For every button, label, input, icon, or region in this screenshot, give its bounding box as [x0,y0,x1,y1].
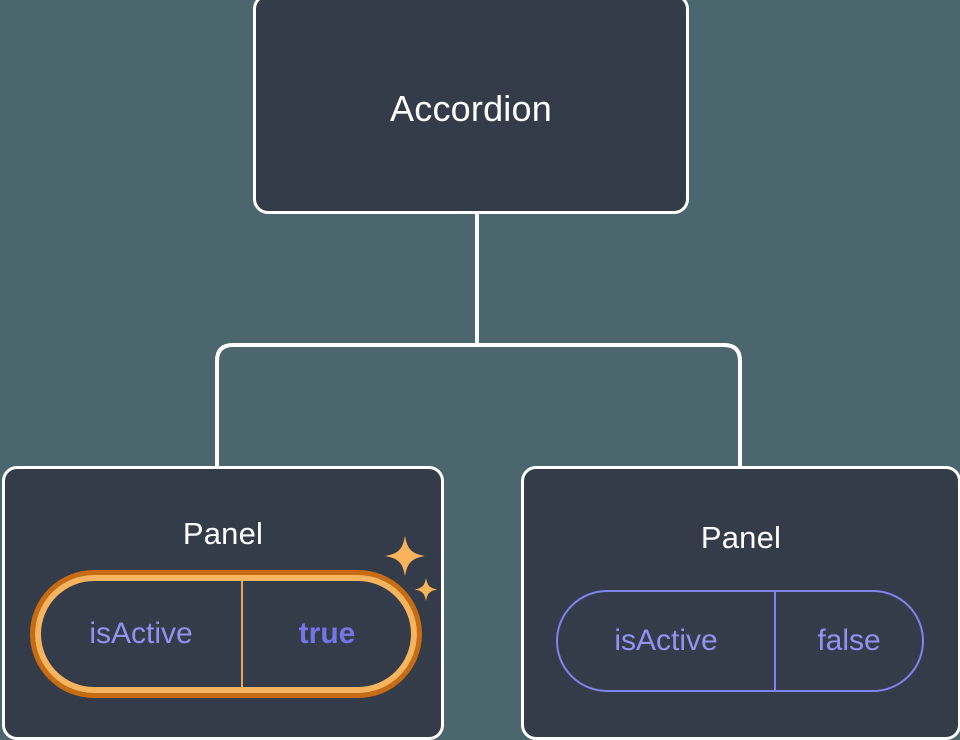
node-accordion-title: Accordion [390,88,552,129]
node-accordion[interactable]: Accordion [253,0,689,214]
prop-name: isActive [89,617,193,650]
prop-pill-isactive-true[interactable]: isActive true [35,575,417,693]
node-panel-active[interactable]: Panel isActive true [2,466,444,740]
connector-branch-bus [215,343,742,470]
prop-value: true [241,581,411,687]
node-panel-active-title: Panel [182,516,264,551]
prop-pill-isactive-false[interactable]: isActive false [556,590,924,692]
node-panel-inactive-title: Panel [700,520,782,555]
prop-value: false [774,592,922,690]
node-panel-inactive[interactable]: Panel isActive false [521,466,960,740]
prop-name: isActive [614,624,718,657]
